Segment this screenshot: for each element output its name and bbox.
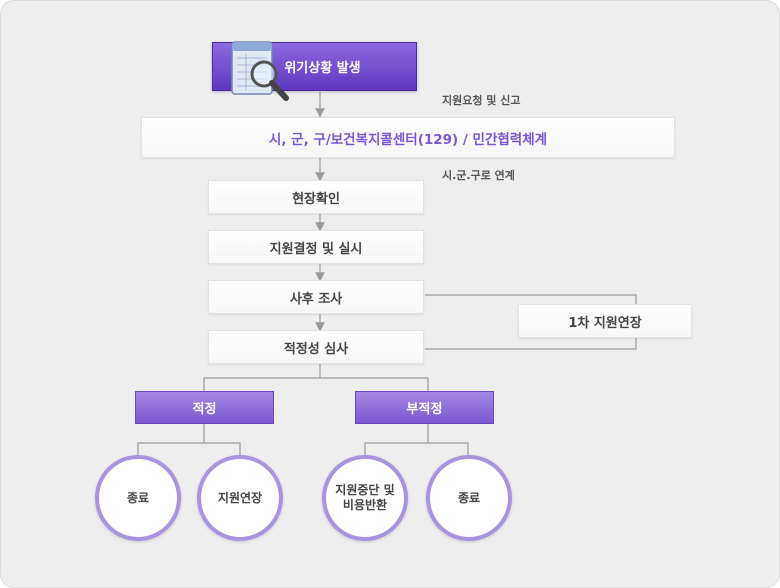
document-magnifier-icon — [231, 41, 289, 101]
line-inappropriate-split — [364, 442, 469, 455]
appropriate-label: 적정 — [192, 402, 217, 417]
appropriateness-review-label: 적정성 심사 — [283, 341, 349, 357]
result-end-label: 종료 — [126, 490, 150, 505]
first-extension-label: 1차 지원연장 — [568, 315, 642, 331]
inappropriate-label: 부적정 — [406, 402, 443, 417]
result-stop-label-line2: 비용반환 — [342, 498, 388, 512]
appropriate-box: 적정 — [135, 391, 274, 424]
center-box: 시, 군, 구/보건복지콜센터(129) / 민간협력체계 — [141, 117, 675, 158]
line-followup-to-extend — [425, 294, 637, 304]
result-extension-label: 지원연장 — [217, 490, 263, 505]
result-stop-circle: 지원중단 및 비용반환 — [322, 455, 408, 541]
followup-survey-label: 사후 조사 — [289, 291, 343, 307]
first-extension-box: 1차 지원연장 — [518, 304, 692, 338]
followup-survey-box: 사후 조사 — [208, 280, 424, 314]
result-end-circle: 종료 — [95, 455, 181, 541]
note-request-report: 지원요청 및 신고 — [442, 94, 521, 107]
support-decision-box: 지원결정 및 실시 — [208, 230, 424, 264]
result-extension-circle: 지원연장 — [197, 455, 283, 541]
crisis-occurrence-label: 위기상황 발생 — [284, 61, 361, 76]
support-decision-label: 지원결정 및 실시 — [269, 241, 363, 257]
line-extend-to-review — [425, 338, 637, 350]
center-label: 시, 군, 구/보건복지콜센터(129) / 민간협력체계 — [268, 131, 548, 148]
site-check-box: 현장확인 — [208, 180, 424, 214]
result-stop-label-line1: 지원중단 및 — [335, 483, 395, 497]
note-link-local: 시.군.구로 연계 — [442, 169, 515, 182]
line-split-outcomes — [203, 377, 429, 391]
appropriateness-review-box: 적정성 심사 — [208, 330, 424, 364]
result-end2-circle: 종료 — [426, 455, 512, 541]
site-check-label: 현장확인 — [292, 191, 340, 207]
line-appropriate-split — [137, 442, 241, 455]
result-end2-label: 종료 — [457, 490, 481, 505]
inappropriate-box: 부적정 — [355, 391, 494, 424]
